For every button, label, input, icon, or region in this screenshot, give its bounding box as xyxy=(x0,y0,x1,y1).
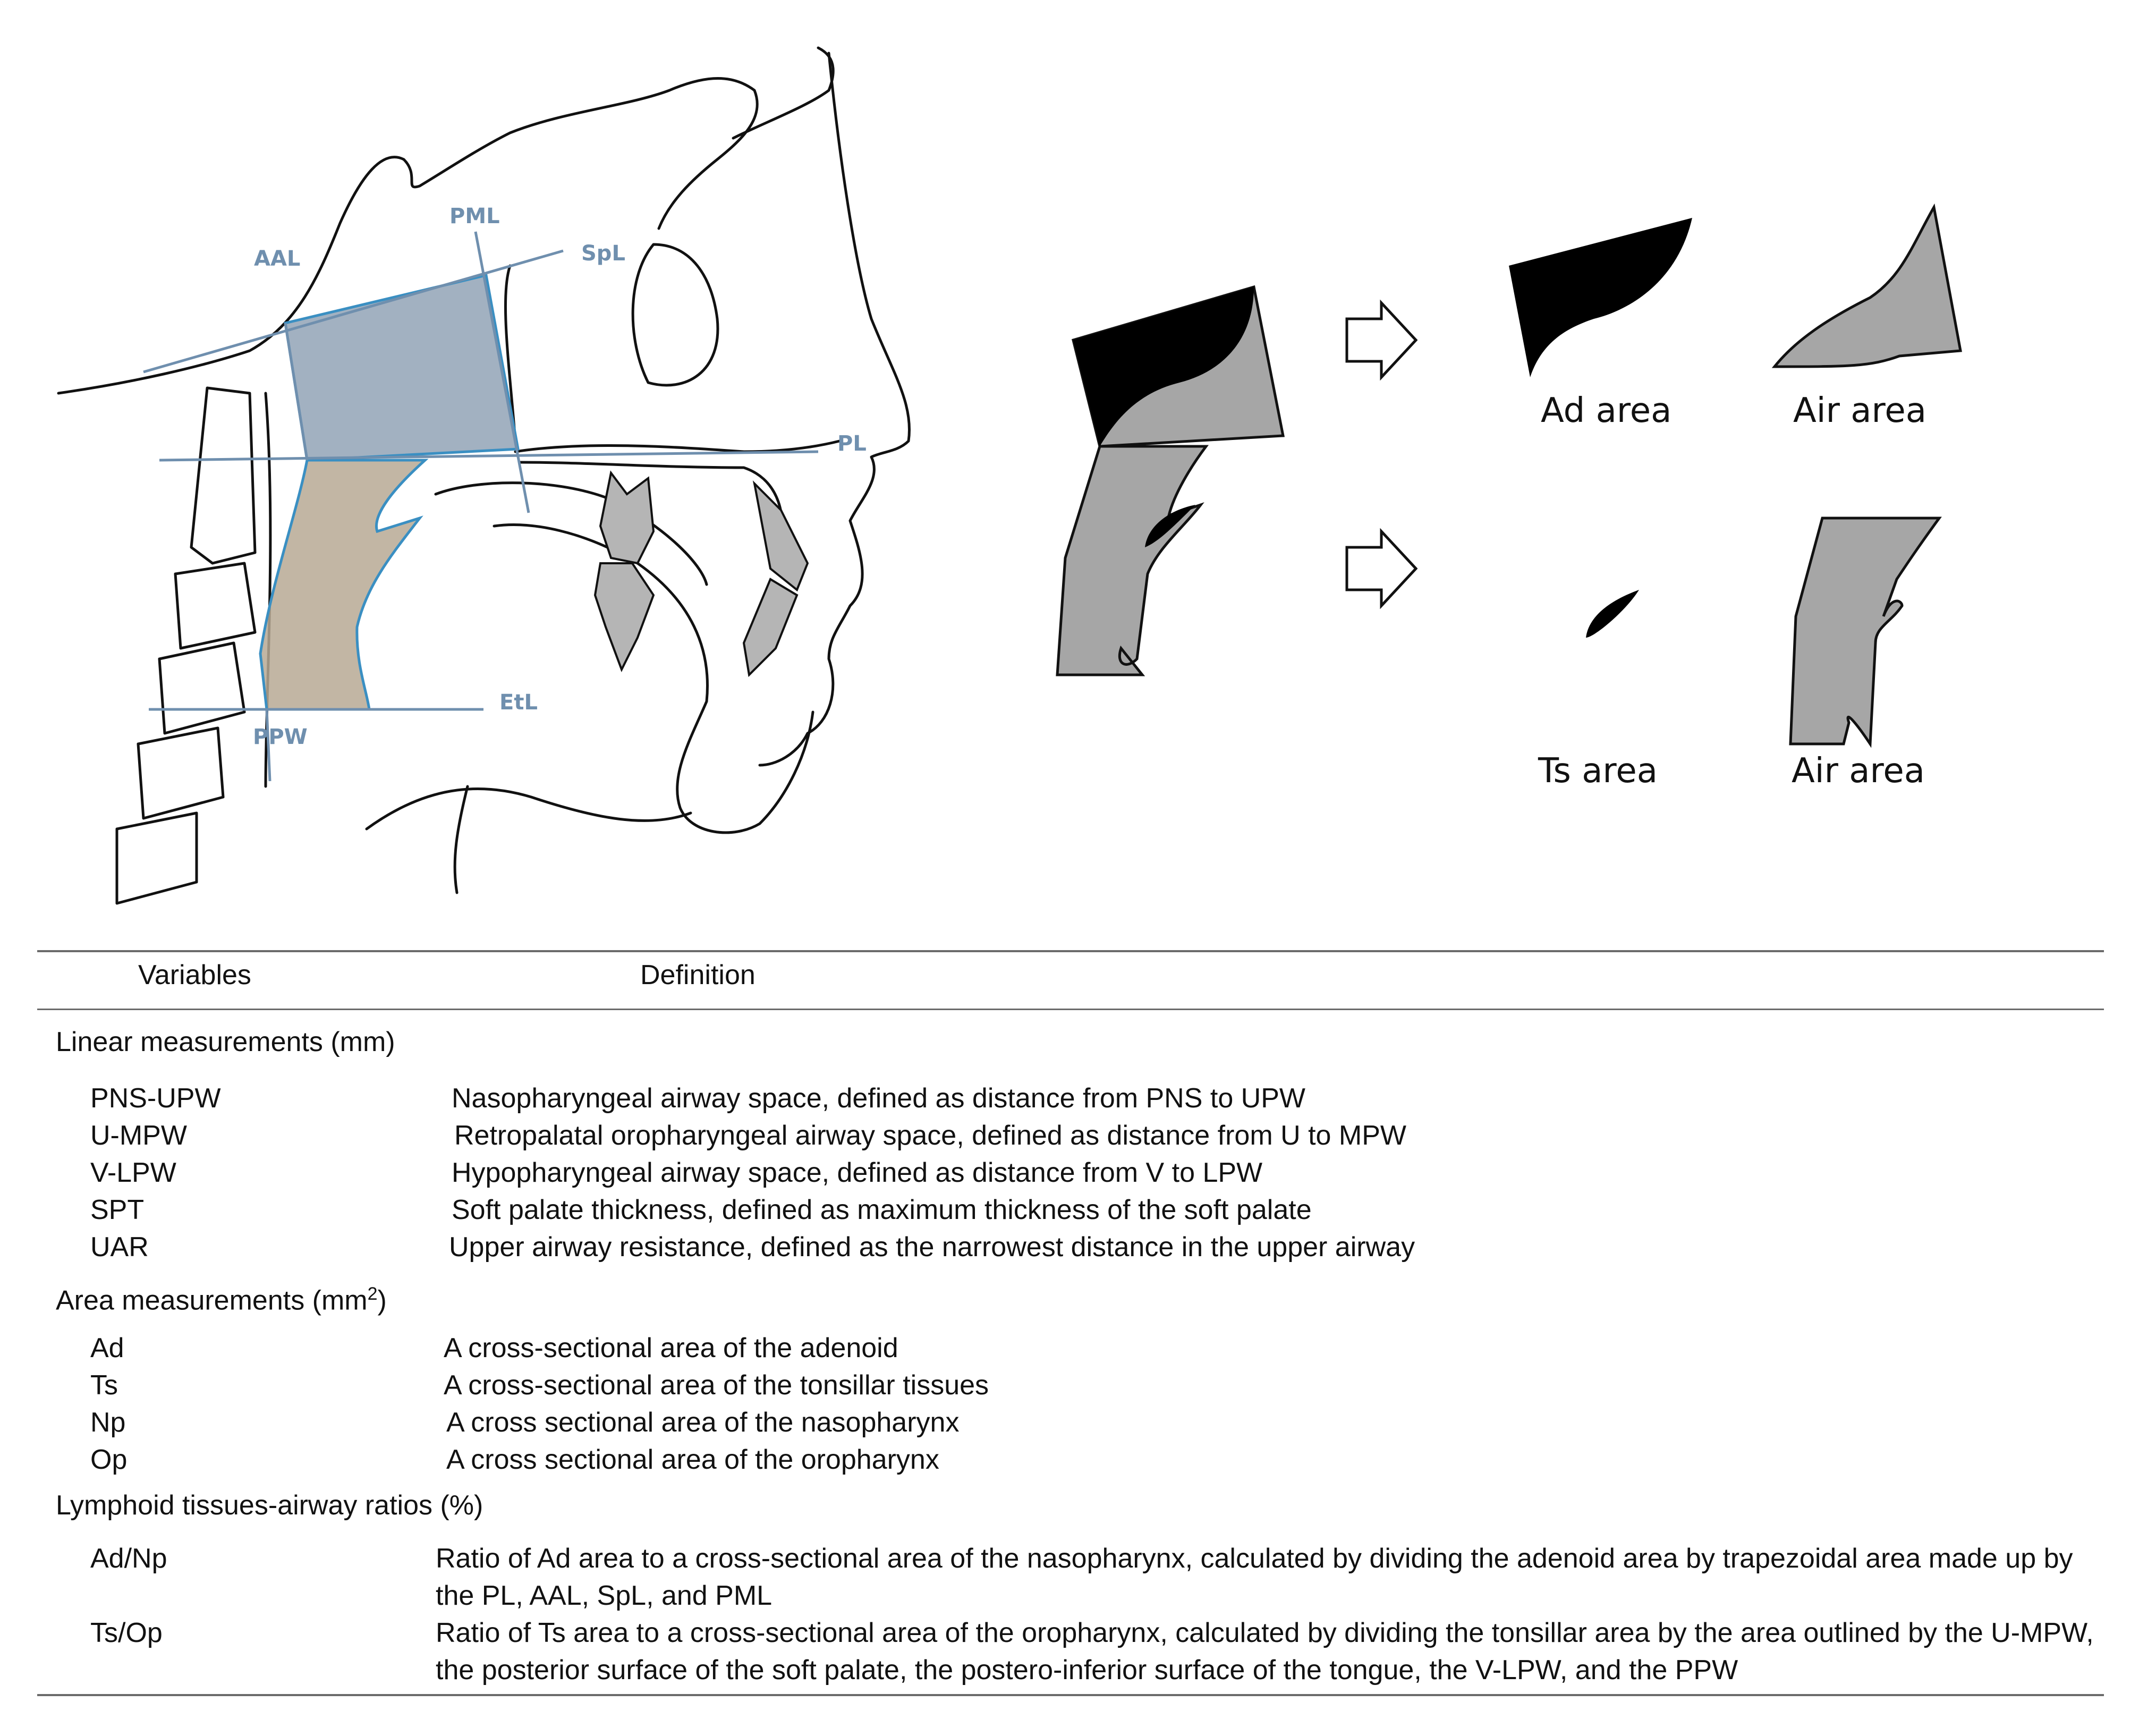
vertebra-2 xyxy=(174,562,257,650)
header-definition: Definition xyxy=(640,960,756,990)
section-title-ratios: Lymphoid tissues-airway ratios (%) xyxy=(56,1490,483,1521)
arrow-top-icon xyxy=(1345,299,1418,381)
cephalometric-figure: AAL PML SpL PL EtL PPW Ad area Air area … xyxy=(57,46,1962,905)
ppw-label: PPW xyxy=(253,725,308,749)
vertebra-5 xyxy=(115,811,198,905)
nasopharynx-region xyxy=(284,273,520,462)
nose-profile xyxy=(758,52,911,767)
ad-area-shape xyxy=(1509,218,1692,377)
spl-line xyxy=(143,249,564,374)
ramus xyxy=(453,785,469,894)
var-u-mpw: U-MPW xyxy=(90,1120,187,1151)
def-spt: Soft palate thickness, defined as maximu… xyxy=(452,1195,1312,1225)
def-ts: A cross-sectional area of the tonsillar … xyxy=(444,1370,989,1401)
pl-label: PL xyxy=(837,431,867,456)
var-spt: SPT xyxy=(90,1195,145,1225)
orbit-outline xyxy=(732,46,835,140)
var-op: Op xyxy=(90,1444,128,1475)
table-bottom-rule xyxy=(37,1694,2104,1696)
def-pns-upw: Nasopharyngeal airway space, defined as … xyxy=(452,1083,1305,1114)
ad-area-caption: Ad area xyxy=(1541,391,1671,430)
air-area-shape-top xyxy=(1771,203,1962,368)
var-v-lpw: V-LPW xyxy=(90,1157,176,1188)
vertebra-4 xyxy=(137,726,225,820)
var-ts: Ts xyxy=(90,1370,118,1401)
definitions-table: Variables Definition Linear measurements… xyxy=(37,950,2104,1715)
pterygoid-plate xyxy=(504,264,517,443)
oropharynx-region xyxy=(259,459,429,711)
def-uar: Upper airway resistance, defined as the … xyxy=(449,1232,1415,1263)
def-op: A cross sectional area of the oropharynx xyxy=(446,1444,939,1475)
pml-label: PML xyxy=(449,204,500,228)
air-area-caption-bottom: Air area xyxy=(1792,751,1925,791)
var-np: Np xyxy=(90,1407,126,1438)
vertebra-3 xyxy=(158,641,246,735)
pml-line xyxy=(474,231,530,513)
section-title-linear: Linear measurements (mm) xyxy=(56,1027,395,1057)
upper-molar xyxy=(599,470,655,565)
air-area-caption-top: Air area xyxy=(1793,391,1926,430)
section-title-area: Area measurements (mm2) xyxy=(56,1284,387,1316)
palate-lower xyxy=(519,461,784,544)
var-ad: Ad xyxy=(90,1333,124,1364)
lower-molar xyxy=(593,562,655,672)
maxilla-outline xyxy=(514,439,841,453)
vertebra-1 xyxy=(190,386,257,565)
ppw-line xyxy=(265,709,271,782)
maxillary-sinus xyxy=(631,243,719,387)
airway-schematic-lower xyxy=(1056,445,1209,676)
header-variables: Variables xyxy=(138,960,251,990)
var-ad-np: Ad/Np xyxy=(90,1543,167,1574)
mandible-lower xyxy=(365,787,692,831)
tonsil-schematic xyxy=(1145,505,1195,547)
def-u-mpw: Retropalatal oropharyngeal airway space,… xyxy=(454,1120,1406,1151)
spl-label: SpL xyxy=(581,241,625,266)
mandible-outline xyxy=(493,523,814,834)
def-ad: A cross-sectional area of the adenoid xyxy=(444,1333,898,1364)
def-np: A cross sectional area of the nasopharyn… xyxy=(446,1407,960,1438)
aal-label: AAL xyxy=(254,247,300,271)
etl-label: EtL xyxy=(499,690,538,715)
upper-incisor xyxy=(752,480,809,592)
def-v-lpw: Hypopharyngeal airway space, defined as … xyxy=(452,1157,1263,1188)
ts-area-shape xyxy=(1586,590,1639,638)
adenoid-schematic xyxy=(1073,287,1254,446)
def-ts-op: Ratio of Ts area to a cross-sectional ar… xyxy=(436,1618,2094,1686)
pl-line xyxy=(159,450,819,462)
var-uar: UAR xyxy=(90,1232,149,1263)
air-area-shape-bottom xyxy=(1789,516,1942,748)
aal-line xyxy=(284,323,309,461)
var-ts-op: Ts/Op xyxy=(90,1618,163,1648)
table-header-rule xyxy=(37,1009,2104,1010)
table-top-rule xyxy=(37,950,2104,952)
arrow-bottom-icon xyxy=(1345,528,1418,609)
var-pns-upw: PNS-UPW xyxy=(90,1083,221,1114)
lower-incisor xyxy=(742,578,799,678)
def-ad-np: Ratio of Ad area to a cross-sectional ar… xyxy=(436,1543,2073,1611)
ts-area-caption: Ts area xyxy=(1538,751,1658,791)
